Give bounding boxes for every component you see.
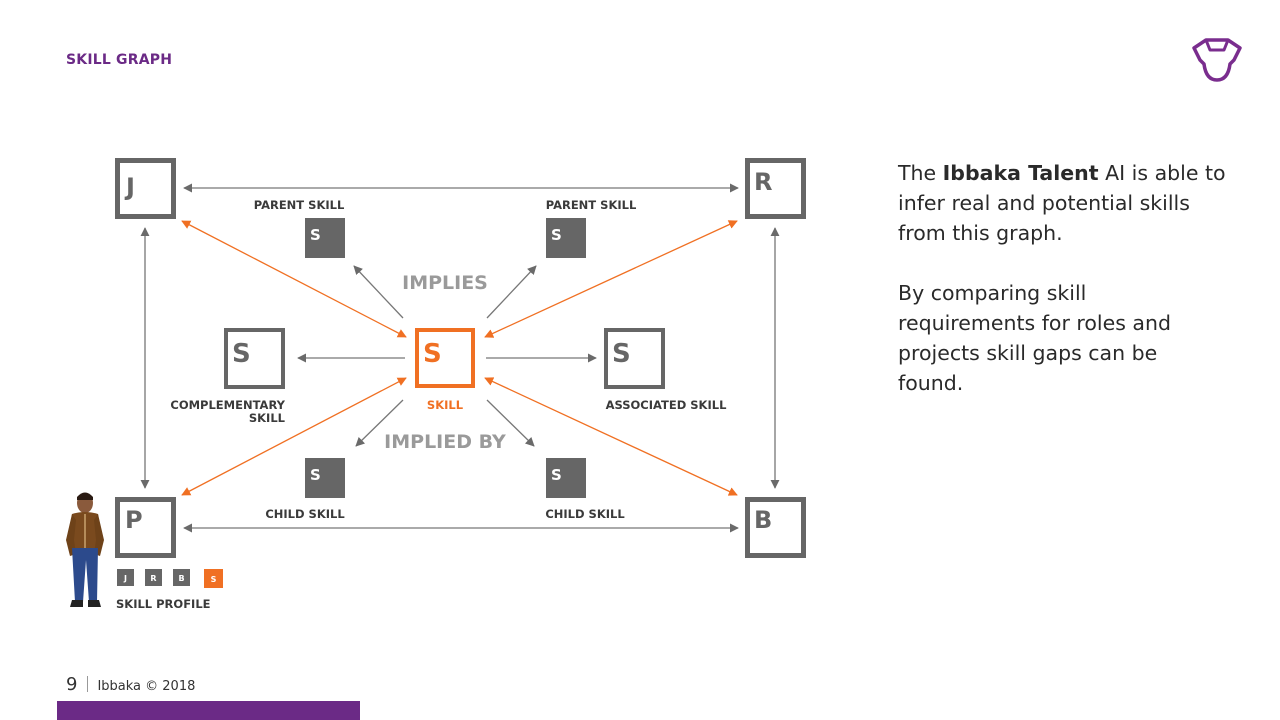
label-skill-profile: SKILL PROFILE	[116, 597, 211, 611]
label-complementary-line1: COMPLEMENTARY	[170, 398, 285, 412]
product-name: Ibbaka Talent	[943, 161, 1099, 185]
svg-text:J: J	[124, 173, 135, 201]
footer-accent-bar	[57, 701, 360, 720]
node-associated-skill: S	[606, 330, 663, 387]
svg-text:S: S	[423, 339, 442, 369]
node-child-skill-left: S	[305, 458, 345, 498]
arrow-j-skill	[182, 221, 406, 337]
label-implied-by: IMPLIED BY	[384, 431, 506, 453]
svg-text:S: S	[551, 226, 562, 244]
arrow-p-skill	[182, 378, 406, 495]
node-child-skill-right: S	[546, 458, 586, 498]
person-illustration	[66, 493, 104, 608]
svg-text:S: S	[612, 339, 631, 369]
side-description: The Ibbaka Talent AI is able to infer re…	[898, 158, 1228, 428]
node-center-skill: S	[417, 330, 473, 386]
node-parent-skill-right: S	[546, 218, 586, 258]
svg-text:S: S	[310, 466, 321, 484]
svg-text:B: B	[754, 506, 772, 534]
side-paragraph-1: The Ibbaka Talent AI is able to infer re…	[898, 158, 1228, 248]
svg-text:S: S	[232, 339, 251, 369]
copyright: Ibbaka © 2018	[97, 679, 195, 694]
label-complementary-line2: SKILL	[249, 411, 286, 425]
label-child-skill-right: CHILD SKILL	[545, 507, 625, 521]
svg-text:S: S	[310, 226, 321, 244]
svg-text:R: R	[754, 168, 772, 196]
label-associated-skill: ASSOCIATED SKILL	[606, 398, 728, 412]
node-j: J	[118, 161, 174, 217]
node-parent-skill-left: S	[305, 218, 345, 258]
skill-profile-badges: J R B S	[117, 569, 223, 588]
node-r: R	[748, 161, 804, 217]
node-p: P	[118, 500, 174, 556]
label-parent-skill-left: PARENT SKILL	[254, 198, 345, 212]
arrow-b-skill	[485, 378, 737, 495]
label-implies: IMPLIES	[402, 272, 488, 294]
svg-text:P: P	[125, 506, 143, 534]
footer: 9 Ibbaka © 2018	[66, 674, 195, 695]
arrow-r-skill	[485, 221, 737, 337]
arrow-to-parent-right	[487, 266, 536, 318]
page-number: 9	[66, 674, 77, 695]
label-skill: SKILL	[427, 398, 464, 412]
label-parent-skill-right: PARENT SKILL	[546, 198, 637, 212]
footer-divider	[87, 676, 88, 692]
label-child-skill-left: CHILD SKILL	[265, 507, 345, 521]
svg-text:J: J	[123, 574, 127, 583]
svg-text:B: B	[178, 574, 184, 583]
node-b: B	[748, 500, 804, 556]
arrow-to-parent-left	[354, 266, 403, 318]
node-complementary-skill: S	[226, 330, 283, 387]
svg-text:S: S	[211, 575, 217, 584]
svg-text:S: S	[551, 466, 562, 484]
svg-text:R: R	[150, 574, 156, 583]
side-paragraph-2: By comparing skill requirements for role…	[898, 278, 1228, 398]
